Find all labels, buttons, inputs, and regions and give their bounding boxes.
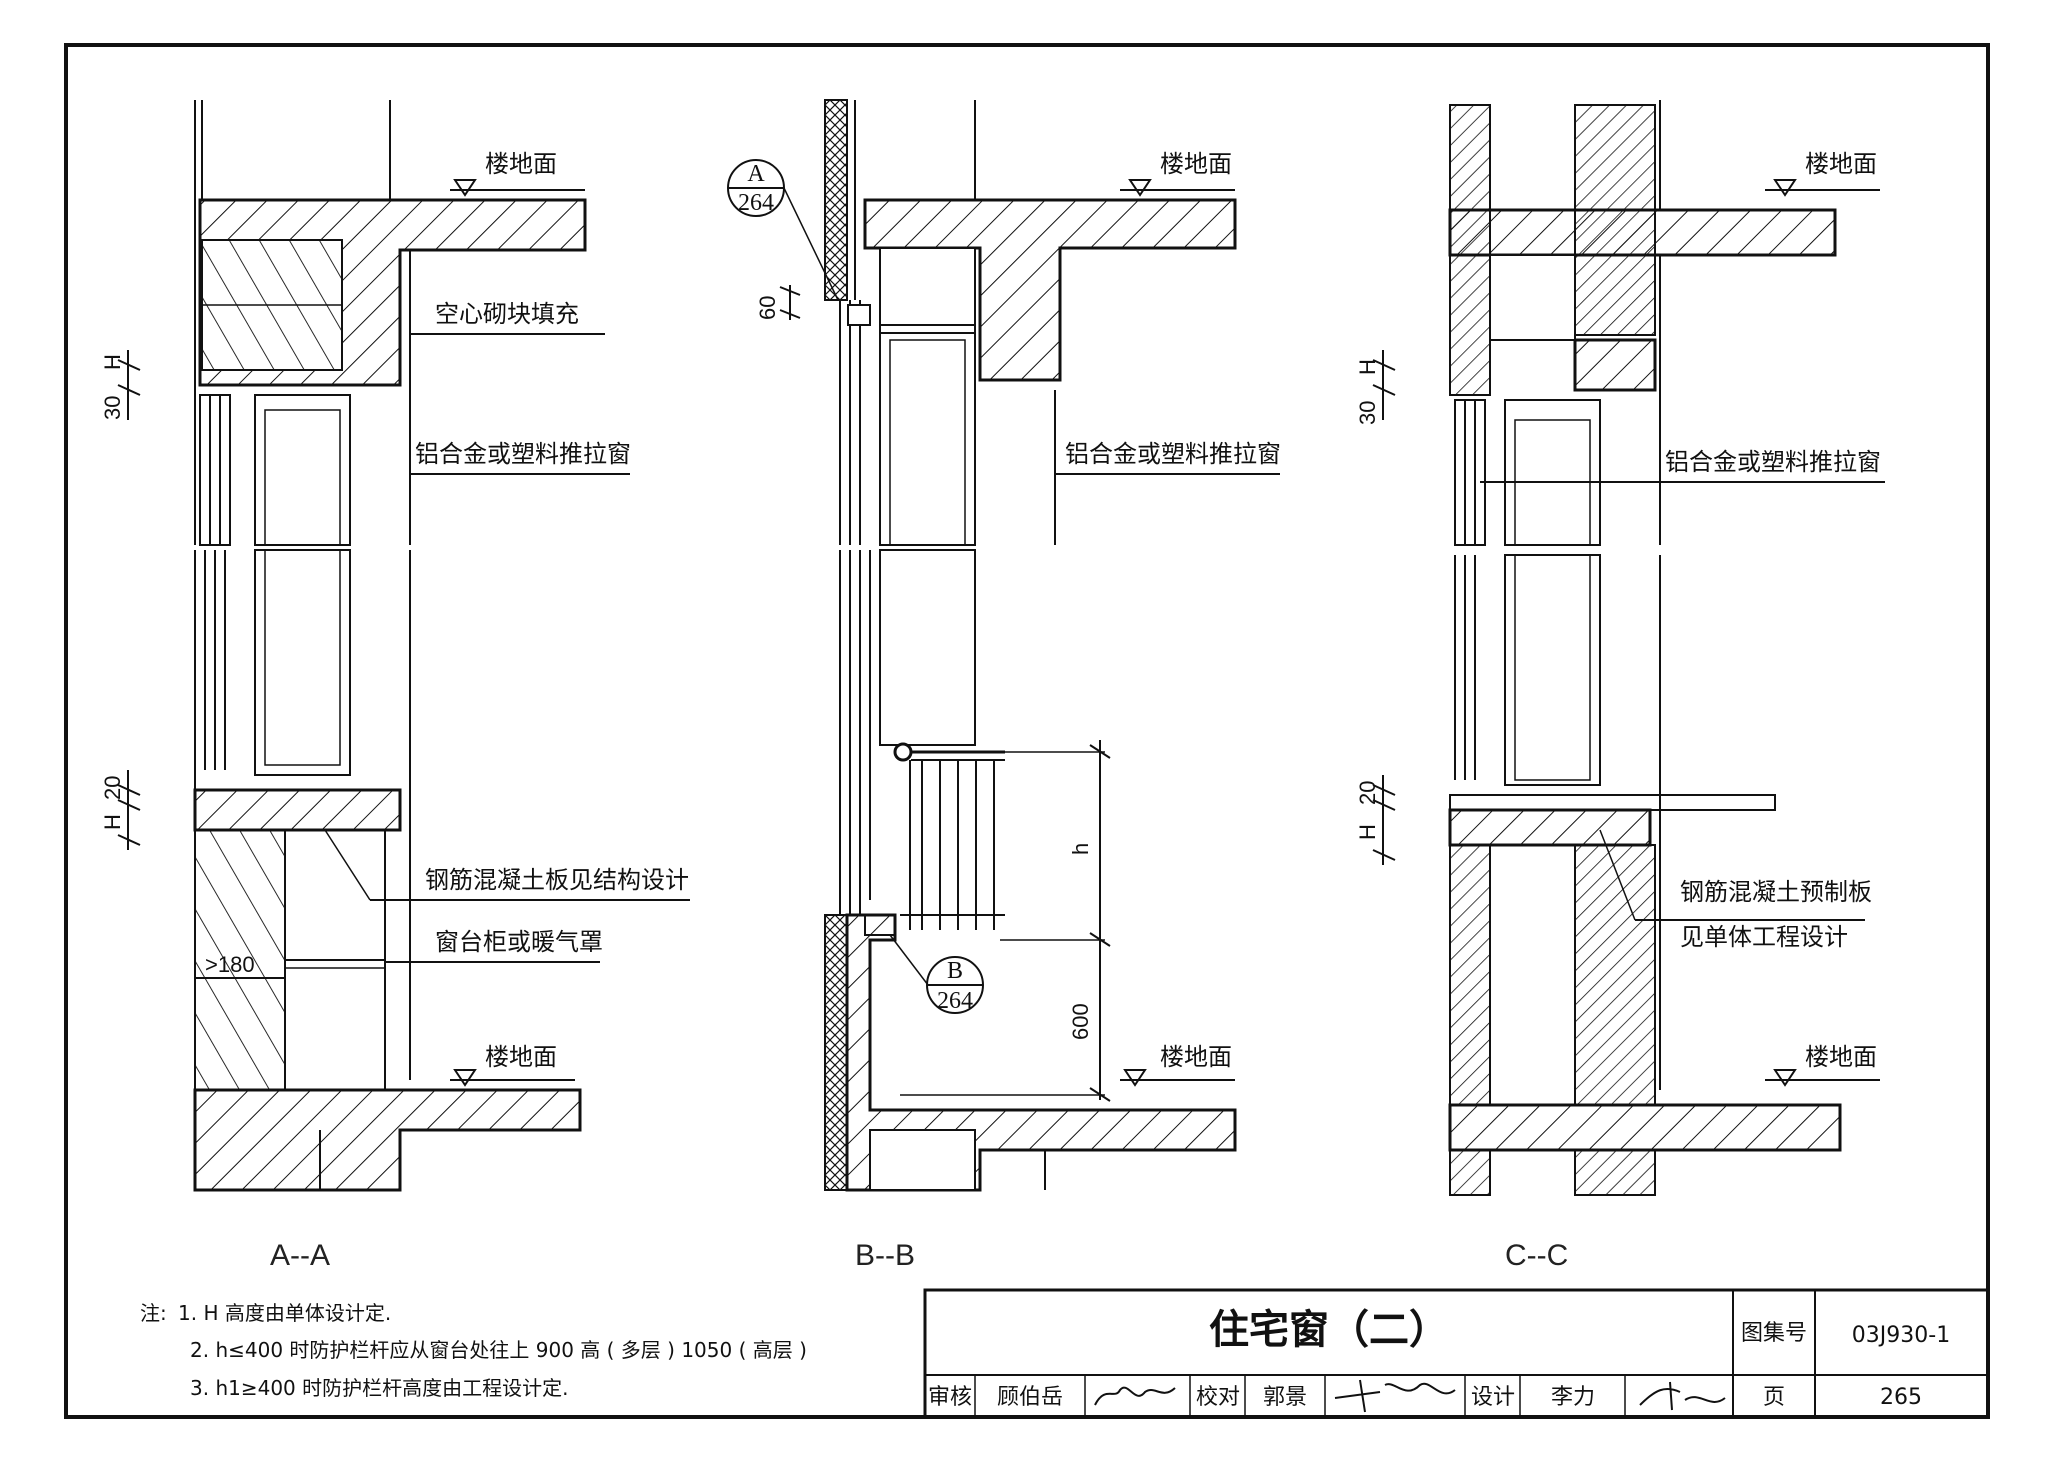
c-precast-label-2: 见单体工程设计 — [1680, 923, 1848, 951]
b-dim-h: h — [1068, 843, 1093, 855]
designer-name: 李力 — [1551, 1385, 1595, 1410]
section-b-title: B--B — [855, 1239, 915, 1272]
b-floor-bottom-label: 楼地面 — [1160, 1043, 1232, 1071]
a-floor-bottom-label: 楼地面 — [485, 1043, 557, 1071]
b-dim-600: 600 — [1068, 1003, 1093, 1040]
notes-prefix: 注: — [140, 1301, 167, 1325]
b-window-top-label: 铝合金或塑料推拉窗 — [1065, 440, 1281, 468]
note-1: 1. H 高度由单体设计定. — [178, 1301, 391, 1325]
drawing-title: 住宅窗（二） — [1209, 1307, 1449, 1353]
section-b: A 264 楼地面 铝合金或塑料推拉窗 60 — [727, 99, 1281, 1272]
notes: 注: 1. H 高度由单体设计定. 2. h≤400 时防护栏杆应从窗台处往上 … — [140, 1301, 807, 1400]
c-floor-top-label: 楼地面 — [1805, 150, 1877, 178]
a-rc-slab-label: 钢筋混凝土板见结构设计 — [425, 866, 689, 894]
a-hollow-block-label: 空心砌块填充 — [435, 300, 579, 328]
title-block: 住宅窗（二） 图集号 03J930-1 审核 顾伯岳 校对 郭景 设计 李力 页… — [923, 1288, 1990, 1419]
atlas-number: 03J930-1 — [1852, 1323, 1950, 1348]
section-c-title: C--C — [1505, 1239, 1568, 1272]
c-dim-20: 20 — [1355, 781, 1380, 805]
a-wall-below-sill — [194, 829, 286, 1091]
b-insulation-bottom — [824, 914, 848, 1191]
c-precast-label-1: 钢筋混凝土预制板 — [1680, 878, 1872, 906]
a-dim-h-bottom: H — [100, 814, 125, 830]
a-min-depth-dim: >180 — [205, 952, 255, 977]
a-sill-slab — [193, 788, 402, 832]
page-number: 265 — [1880, 1385, 1922, 1410]
c-wall-right-bottom — [1574, 844, 1656, 1106]
a-sill-cabinet-label: 窗台柜或暖气罩 — [435, 928, 603, 956]
note-3: 3. h1≥400 时防护栏杆高度由工程设计定. — [190, 1376, 569, 1400]
c-floor-slab-bottom — [1448, 1103, 1842, 1152]
a-floor-slab-bottom — [193, 1088, 582, 1192]
a-dim-h-top: H — [100, 354, 125, 370]
b-callout-a-page: 264 — [738, 190, 774, 216]
b-callout-b-page: 264 — [937, 988, 973, 1014]
a-dim-20: 20 — [100, 776, 125, 800]
atlas-label: 图集号 — [1741, 1321, 1807, 1346]
checker-signature — [1334, 1379, 1456, 1413]
review-label: 审核 — [928, 1385, 972, 1410]
c-slab-top — [1448, 208, 1837, 257]
a-window-top-label: 铝合金或塑料推拉窗 — [415, 440, 631, 468]
c-dim-30: 30 — [1355, 401, 1380, 425]
c-dim-h-top: H — [1355, 359, 1380, 375]
designer-signature — [1639, 1381, 1726, 1411]
reviewer-signature — [1094, 1386, 1176, 1406]
section-c: 楼地面 铝合金或塑料推拉窗 30 H 钢筋混凝土预制板 见单体工程设计 楼地面 — [1355, 100, 1885, 1272]
b-floor-top-label: 楼地面 — [1160, 150, 1232, 178]
c-floor-bottom-label: 楼地面 — [1805, 1043, 1877, 1071]
reviewer-name: 顾伯岳 — [997, 1385, 1063, 1410]
checker-name: 郭景 — [1263, 1385, 1307, 1410]
c-precast-sill — [1448, 808, 1652, 847]
b-callout-b-letter: B — [947, 958, 963, 984]
design-label: 设计 — [1471, 1385, 1515, 1410]
a-dim-30: 30 — [100, 396, 125, 420]
section-a: 楼地面 空心砌块填充 铝合金或塑料推拉窗 30 H 钢筋混凝土板见结构设计 窗台 — [100, 100, 690, 1272]
b-insulation-top — [824, 99, 848, 301]
b-guard-rail — [893, 742, 1005, 930]
c-window-top-label: 铝合金或塑料推拉窗 — [1665, 448, 1881, 476]
section-a-title: A--A — [270, 1239, 330, 1272]
b-callout-a-letter: A — [747, 161, 765, 187]
a-floor-top-label: 楼地面 — [485, 150, 557, 178]
c-dim-h-bottom: H — [1355, 824, 1380, 840]
c-wall-left-bottom — [1449, 844, 1491, 1106]
b-dim-60: 60 — [755, 296, 780, 320]
note-2: 2. h≤400 时防护栏杆应从窗台处往上 900 高 ( 多层 ) 1050 … — [190, 1338, 807, 1362]
check-label: 校对 — [1196, 1385, 1240, 1410]
page-label: 页 — [1763, 1385, 1785, 1410]
